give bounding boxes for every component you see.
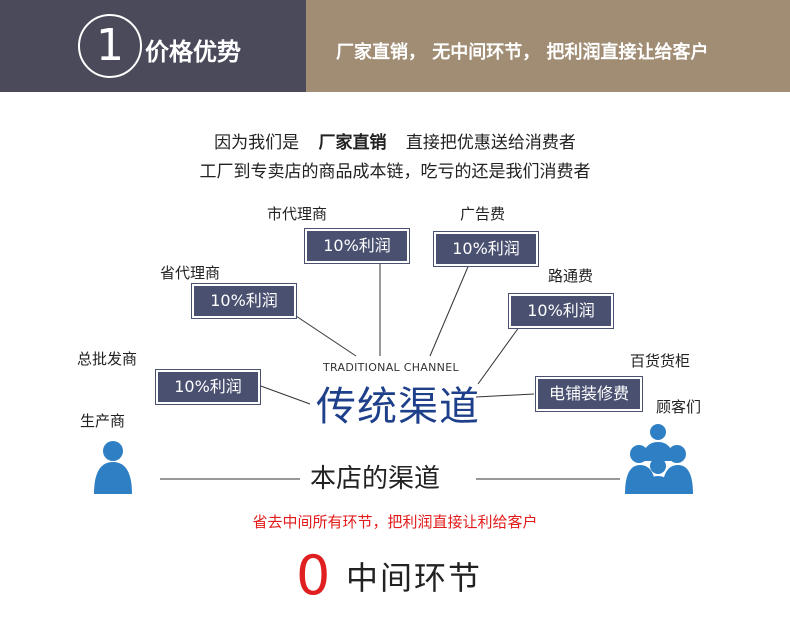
- intro-line-2: 工厂到专卖店的商品成本链，吃亏的还是我们消费者: [199, 162, 591, 182]
- producer-label: 生产商: [80, 412, 126, 430]
- line-ad-fee: [429, 261, 471, 357]
- intro-line-1-pre: 因为我们是: [214, 133, 300, 153]
- section-number: 1: [78, 14, 142, 78]
- city-agent-label: 市代理商: [267, 205, 328, 223]
- header-right-panel: [306, 0, 790, 92]
- road-fee-profit-box: 10%利润: [508, 293, 614, 329]
- city-agent-profit-box: 10%利润: [304, 228, 410, 264]
- intro-line-1-post: 直接把优惠送给消费者: [405, 133, 576, 153]
- dept-store-label: 百货货柜: [630, 352, 691, 370]
- traditional-channel-title: 传统渠道: [316, 384, 480, 430]
- zero-number: 0: [296, 544, 331, 607]
- wholesaler-profit-box: 10%利润: [155, 369, 261, 405]
- wholesaler-label: 总批发商: [77, 350, 138, 368]
- road-fee-label: 路通费: [548, 267, 594, 285]
- line-decoration: [475, 393, 535, 398]
- intro-line-1-bold: 厂家直销: [318, 133, 387, 153]
- customer-label: 顾客们: [656, 398, 702, 416]
- store-channel-note: 省去中间所有环节，把利润直接让利给客户: [252, 513, 538, 531]
- line-wholesaler: [257, 384, 311, 405]
- province-agent-profit-box: 10%利润: [191, 283, 297, 319]
- zero-middle-text: 中间环节: [346, 559, 483, 597]
- line-road-fee: [477, 322, 523, 385]
- producer-person-icon: [94, 441, 132, 494]
- line-province-agent: [295, 315, 357, 357]
- section-title: 价格优势: [145, 38, 241, 66]
- intro-line-1: 因为我们是 厂家直销 直接把优惠送给消费者: [0, 128, 790, 153]
- store-channel-title: 本店的渠道: [310, 464, 441, 494]
- decoration-fee-box: 电铺装修费: [535, 376, 643, 412]
- header-slogan: 厂家直销， 无中间环节， 把利润直接让给客户: [336, 42, 709, 63]
- ad-fee-label: 广告费: [460, 205, 506, 223]
- ad-fee-profit-box: 10%利润: [433, 231, 539, 267]
- province-agent-label: 省代理商: [160, 264, 221, 282]
- header-left-panel: [0, 0, 306, 92]
- customers-group-icon: [625, 424, 693, 494]
- traditional-channel-en: TRADITIONAL CHANNEL: [323, 361, 459, 374]
